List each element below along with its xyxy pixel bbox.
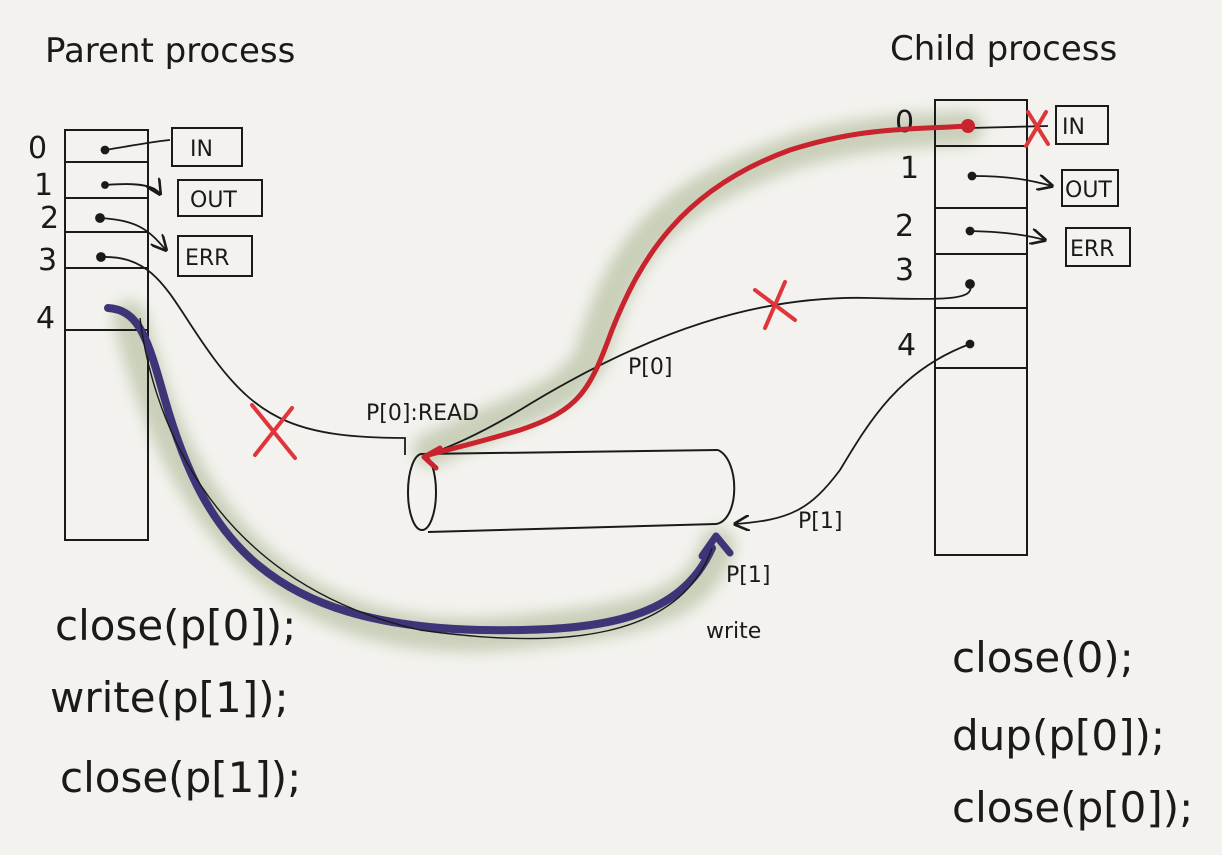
parent-fd3-close-mark [250,403,297,460]
parent-code: close(p[0]); write(p[1]); close(p[1]); [50,601,301,802]
child-read-origin [961,119,975,133]
parent-fd-4-label: 4 [36,301,55,336]
parent-fd-2-label: 2 [40,201,59,236]
pipe-read-label: P[0]:READ [366,401,479,426]
parent-title: Parent process [45,31,295,71]
child-fd-3-label: 3 [895,253,914,288]
child-read-path [422,123,971,459]
child-code-line-1: close(0); [952,633,1134,682]
parent-fd-1-label: 1 [34,168,53,203]
parent-code-line-1: close(p[0]); [55,601,296,650]
child-fd-pointers [427,125,1052,524]
parent-stream-in: IN [190,137,213,162]
child-streams [1055,105,1131,267]
child-stream-in: IN [1062,115,1085,140]
child-fd-2-label: 2 [895,209,914,244]
parent-stream-err: ERR [185,246,229,271]
child-stdin-close-mark [1024,110,1050,148]
parent-fd-pointers [95,139,406,455]
child-write-label: P[1] [798,509,842,534]
parent-fd-table [64,129,149,541]
child-read-arrowhead [421,445,443,471]
parent-fd-index: 0 1 2 3 4 [28,131,59,336]
pipe-write-text: write [706,619,761,644]
parent-fd-3-label: 3 [38,243,57,278]
child-title: Child process [890,29,1117,69]
pipe-write-label: P[1] [726,563,770,588]
parent-fd-0-label: 0 [28,131,47,166]
parent-write-path [104,304,716,635]
child-fd-1-label: 1 [900,151,919,186]
parent-stream-out: OUT [190,188,237,213]
parent-code-line-2: write(p[1]); [50,673,289,722]
parent-code-line-3: close(p[1]); [60,753,301,802]
child-fd-table [934,99,1028,556]
child-read-label: P[0] [628,355,672,380]
parent-streams [171,127,263,277]
child-code-line-3: close(p[0]); [952,783,1193,832]
parent-write-arrowhead [698,532,734,560]
child-fd-0-label: 0 [895,105,914,140]
parent-write-thin-line [139,317,713,640]
child-fd3-close-mark [753,280,797,330]
child-code-line-2: dup(p[0]); [952,711,1165,760]
child-fd-4-label: 4 [897,328,916,363]
child-code: close(0); dup(p[0]); close(p[0]); [952,633,1193,832]
close-marks [250,110,1050,460]
child-stream-out: OUT [1065,178,1112,203]
child-stream-err: ERR [1070,237,1114,262]
pipe-cylinder [407,449,736,533]
